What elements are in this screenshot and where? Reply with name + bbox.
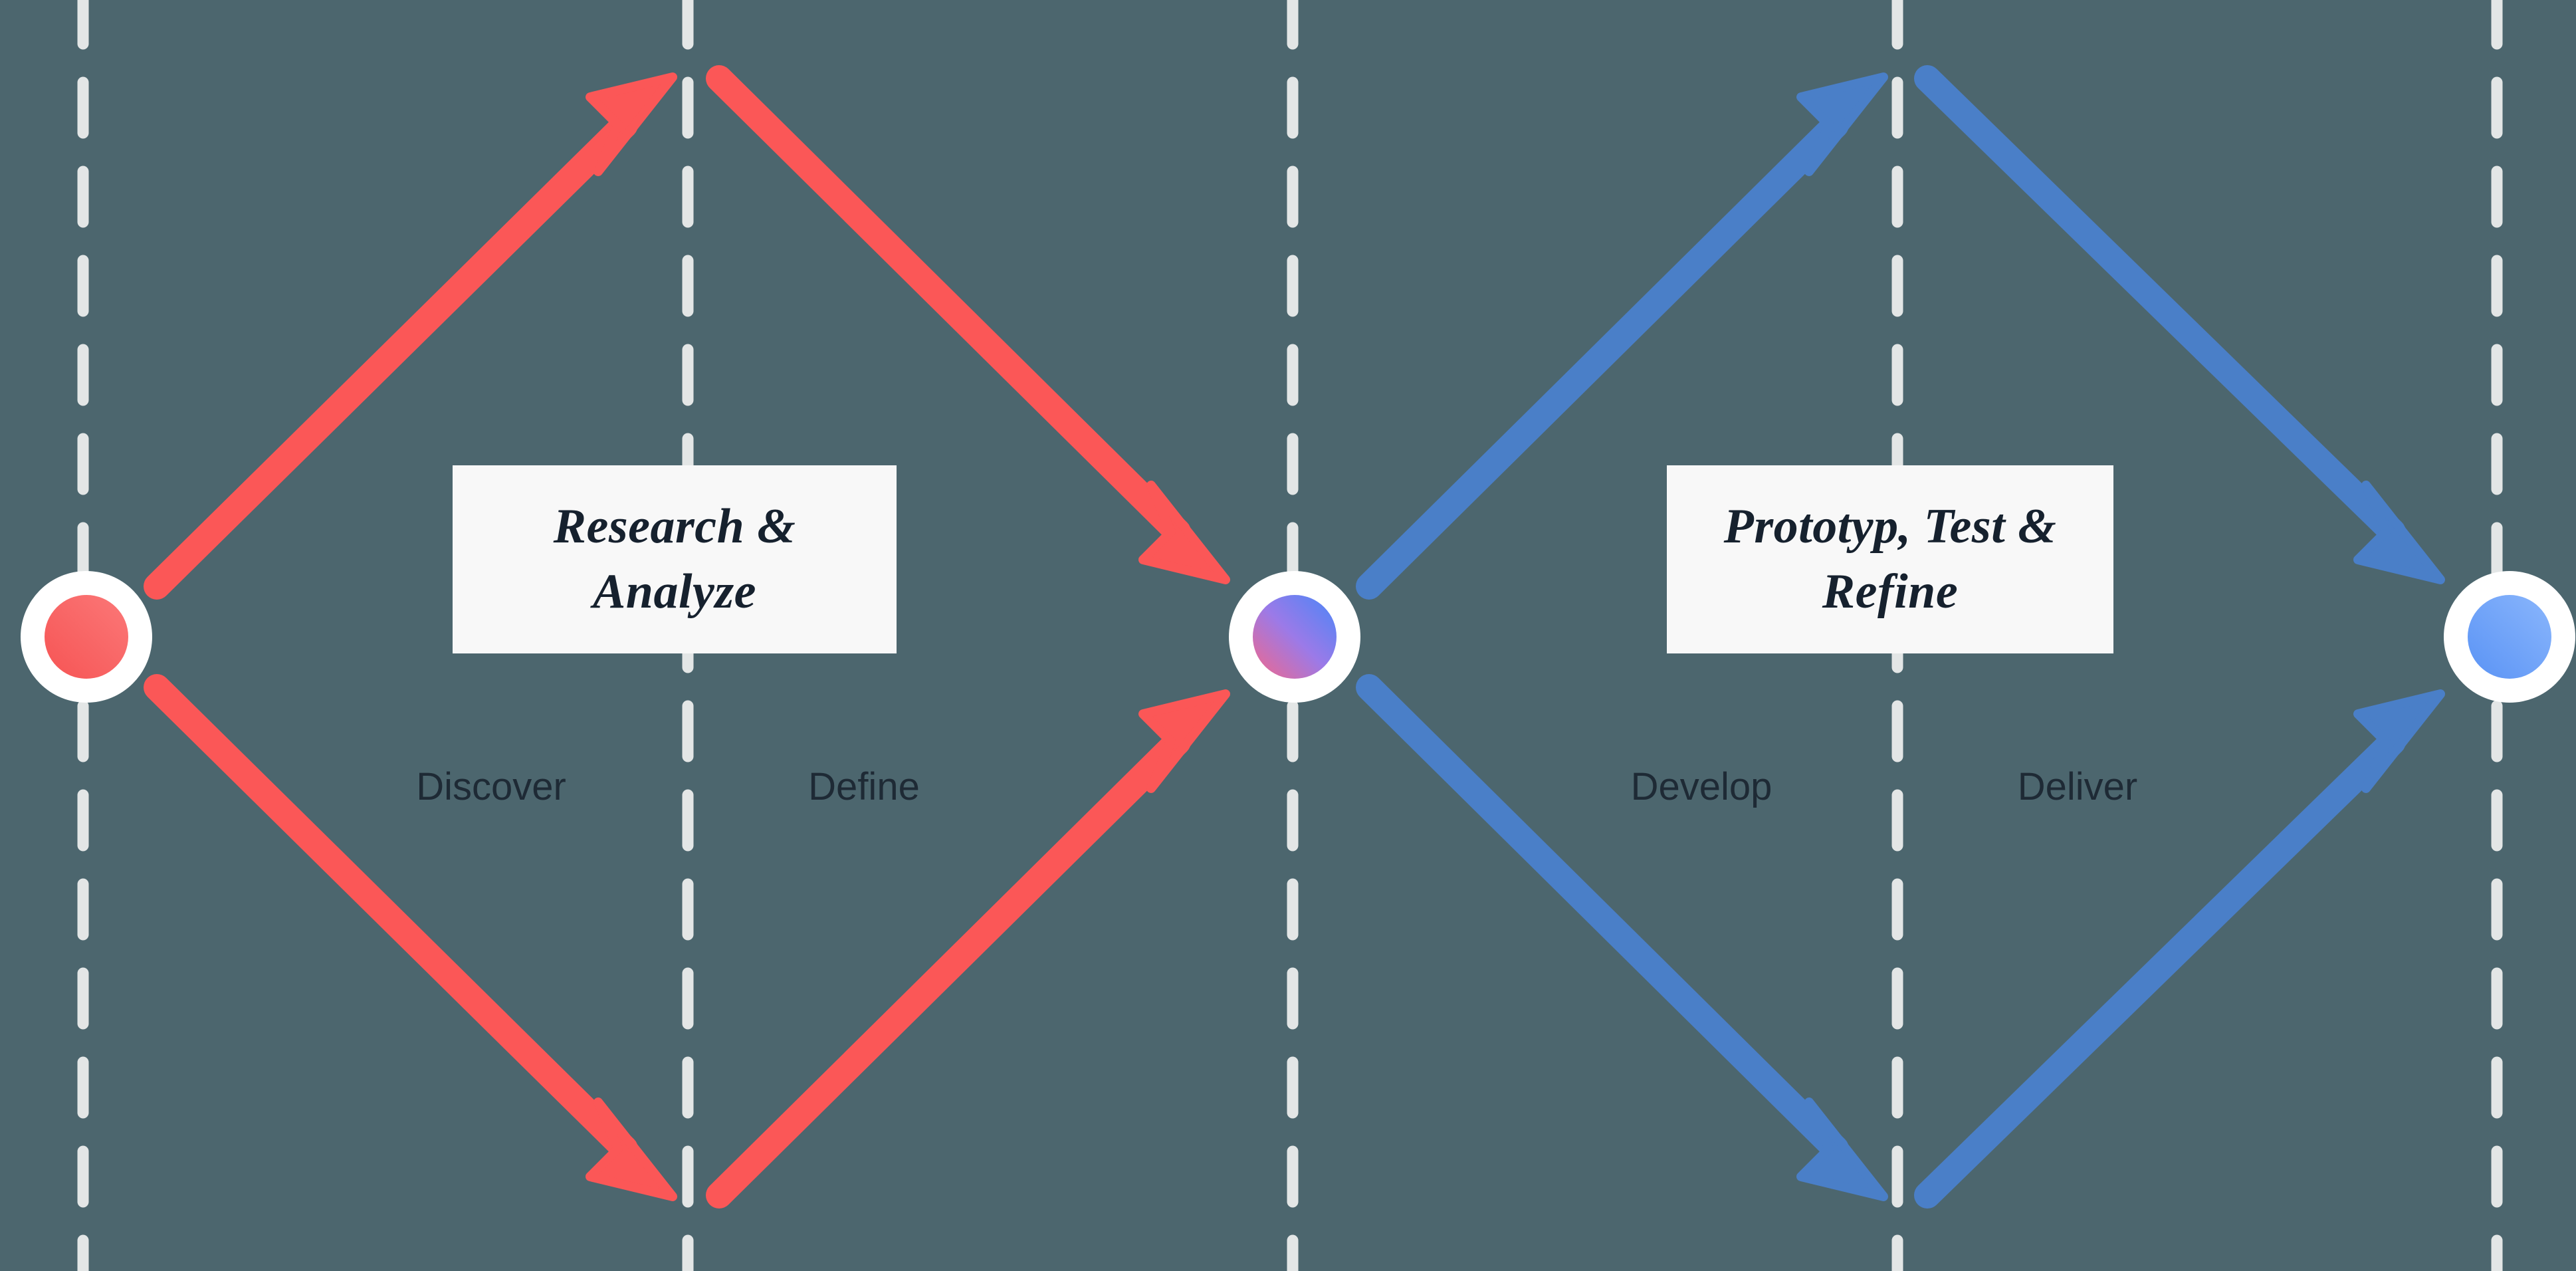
phase-label-prototype-text: Prototyp, Test & Refine — [1707, 495, 2074, 624]
phase-label-prototype-line2: Refine — [1822, 564, 1959, 619]
arrow-develop-up — [1356, 72, 1888, 600]
solution-diamond-arrows — [1356, 65, 2445, 1209]
end-node[interactable] — [2444, 571, 2575, 703]
arrow-discover-down — [144, 674, 677, 1201]
arrow-develop-down — [1356, 674, 1888, 1201]
middle-node[interactable] — [1229, 571, 1360, 703]
start-node[interactable] — [21, 571, 152, 703]
stage-label-develop: Develop — [1630, 765, 1772, 808]
phase-label-research-line2: Analyze — [592, 564, 757, 619]
arrow-discover-up — [144, 72, 677, 600]
problem-diamond-arrows — [144, 65, 1230, 1209]
arrow-define-up — [706, 689, 1230, 1209]
phase-label-research-text: Research & Analyze — [536, 495, 813, 624]
phase-label-box-prototype: Prototyp, Test & Refine — [1667, 465, 2113, 653]
arrow-define-down — [706, 65, 1230, 584]
phase-label-prototype-line1: Prototyp, Test & — [1723, 499, 2057, 554]
stage-label-deliver: Deliver — [2017, 765, 2138, 808]
phase-label-box-research: Research & Analyze — [453, 465, 897, 653]
arrow-deliver-up — [1914, 689, 2445, 1209]
stage-label-discover: Discover — [416, 765, 566, 808]
phase-label-research-line1: Research & — [553, 499, 796, 554]
arrow-deliver-down — [1914, 65, 2445, 584]
stage-label-define: Define — [808, 765, 920, 808]
